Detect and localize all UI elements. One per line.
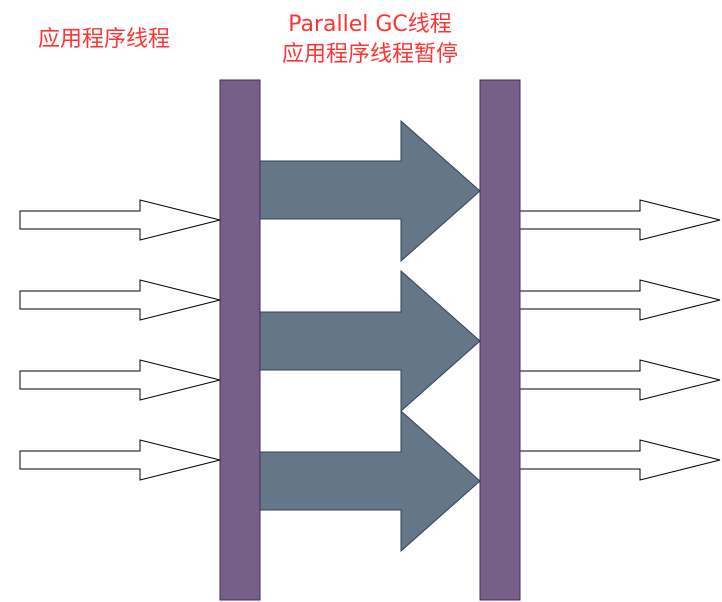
parallel-gc-threads-label: Parallel GC线程 [288, 12, 452, 37]
incoming-thread-arrow-3 [19, 359, 221, 401]
incoming-thread-arrow-1 [19, 199, 221, 241]
outgoing-thread-arrow-2 [519, 279, 721, 321]
app-threads-label: 应用程序线程 [38, 27, 171, 52]
incoming-thread-arrow-4 [19, 439, 221, 481]
right-safepoint-barrier [479, 79, 521, 601]
gc-thread-arrow-3 [259, 409, 481, 553]
app-threads-paused-label: 应用程序线程暂停 [281, 42, 458, 67]
left-safepoint-barrier [219, 79, 261, 601]
incoming-thread-arrow-2 [19, 279, 221, 321]
gc-pause-label-group: Parallel GC线程 应用程序线程暂停 [200, 10, 540, 70]
incoming-app-thread-arrows [19, 199, 221, 481]
outgoing-thread-arrow-1 [519, 199, 721, 241]
gc-thread-arrow-2 [259, 269, 481, 413]
outgoing-thread-arrow-4 [519, 439, 721, 481]
gc-thread-arrow-1 [259, 119, 481, 263]
outgoing-thread-arrow-3 [519, 359, 721, 401]
outgoing-app-thread-arrows [519, 199, 721, 481]
parallel-gc-thread-arrows [259, 119, 481, 553]
